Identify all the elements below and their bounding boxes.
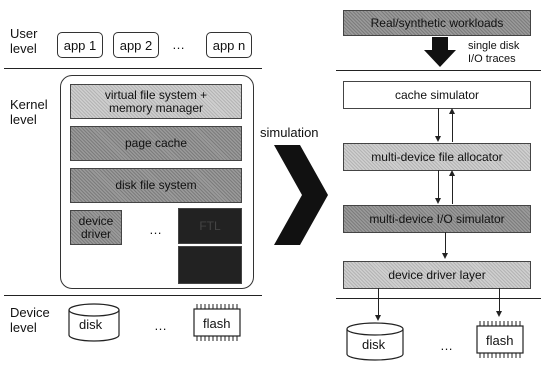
driver-to-disk-arrowhead — [375, 315, 381, 321]
kernel-level-label: Kernel level — [10, 97, 48, 127]
user-kernel-divider — [4, 68, 262, 69]
cache-to-allocator-arrowhead — [435, 136, 441, 142]
iosim-to-allocator-line — [452, 175, 453, 204]
device-level-label: Device level — [10, 305, 50, 335]
io-simulator-block: multi-device I/O simulator — [343, 205, 531, 233]
traces-label: single disk I/O traces — [468, 40, 520, 65]
right-flash-label: flash — [486, 333, 514, 348]
left-disk-cylinder — [68, 303, 120, 342]
driver-to-flash-line — [499, 288, 500, 312]
workloads-block: Real/synthetic workloads — [343, 10, 531, 36]
right-top-divider — [336, 70, 541, 71]
simulation-arrow — [274, 145, 328, 245]
flash-driver-block — [178, 246, 242, 284]
iosim-to-driver-arrowhead — [442, 253, 448, 259]
file-allocator-block: multi-device file allocator — [343, 143, 531, 171]
user-level-label: User level — [10, 26, 38, 56]
allocator-to-cache-arrowhead — [449, 108, 455, 114]
left-devices-ellipsis: … — [154, 318, 167, 333]
ftl-block: FTL — [178, 208, 242, 244]
right-disk-cylinder — [346, 322, 404, 361]
app-n-box: app n — [206, 32, 252, 58]
driver-to-flash-arrowhead — [496, 311, 502, 317]
allocator-to-cache-line — [452, 113, 453, 142]
iosim-to-driver-line — [445, 232, 446, 254]
allocator-to-iosim-line — [438, 170, 439, 199]
kernel-device-divider — [4, 295, 262, 296]
right-devices-ellipsis: … — [440, 338, 453, 353]
app-1-box: app 1 — [57, 32, 103, 58]
cache-to-allocator-line — [438, 108, 439, 137]
app-2-box: app 2 — [113, 32, 159, 58]
right-disk-label: disk — [362, 337, 386, 352]
page-cache-block: page cache — [70, 126, 242, 161]
right-bottom-divider — [336, 298, 541, 299]
simulation-label: simulation — [260, 125, 319, 140]
left-flash-chip — [193, 304, 241, 341]
disk-file-system-block: disk file system — [70, 168, 242, 203]
left-disk-label: disk — [79, 317, 103, 332]
vfs-memory-manager-block: virtual file system + memory manager — [70, 84, 242, 119]
driver-to-disk-line — [378, 288, 379, 316]
allocator-to-iosim-arrowhead — [435, 198, 441, 204]
driver-ellipsis: … — [149, 222, 162, 237]
iosim-to-allocator-arrowhead — [449, 170, 455, 176]
device-driver-block: device driver — [70, 210, 122, 245]
right-flash-chip — [476, 321, 524, 358]
device-driver-layer-block: device driver layer — [343, 261, 531, 289]
apps-ellipsis: … — [172, 37, 185, 52]
left-flash-label: flash — [203, 316, 231, 331]
workloads-arrow — [424, 37, 456, 67]
cache-simulator-block: cache simulator — [343, 81, 531, 109]
